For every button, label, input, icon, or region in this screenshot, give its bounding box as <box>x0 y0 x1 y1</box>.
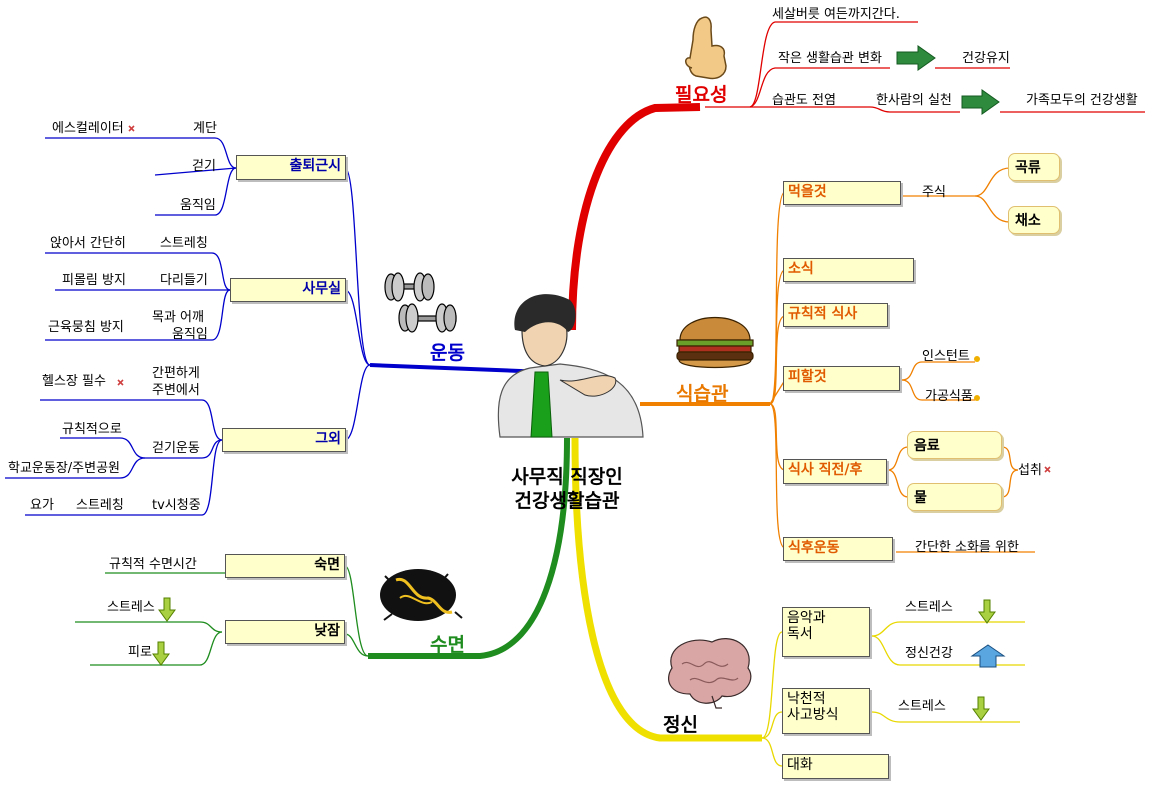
node-drink[interactable]: 음료 <box>907 431 1002 459</box>
other-regular: 규칙적으로 <box>62 422 122 437</box>
necessity-health-keep: 건강유지 <box>962 51 1010 66</box>
necessity-proverb: 세살버릇 여든까지간다. <box>772 7 900 22</box>
other-gym: 헬스장 필수 <box>42 374 106 389</box>
brain-icon <box>668 638 752 709</box>
diet-processed: 가공식품 <box>925 389 973 404</box>
commute-stairs: 계단 <box>193 121 217 136</box>
mind-stress: 스트레스 <box>905 600 953 615</box>
burger-icon <box>676 316 754 369</box>
node-commute[interactable]: 출퇴근시 <box>236 155 346 180</box>
pointing-finger-icon <box>685 16 727 80</box>
sleep-stress: 스트레스 <box>107 600 155 615</box>
other-walk: 걷기운동 <box>152 441 200 456</box>
diet-sublines <box>769 167 1035 553</box>
up-arrow-icon <box>970 644 1006 668</box>
x-mark-icon <box>128 125 135 132</box>
commute-walk: 걷기 <box>192 159 216 174</box>
node-eat[interactable]: 먹을것 <box>783 181 901 205</box>
down-arrow-icon <box>978 599 996 624</box>
commute-escalator: 에스컬레이터 <box>52 121 124 136</box>
necessity-contagion: 습관도 전염 <box>772 93 836 108</box>
other-yoga: 요가 <box>30 498 54 513</box>
branch-necessity[interactable]: 필요성 <box>675 84 728 106</box>
sleep-fatigue: 피로 <box>128 645 152 660</box>
node-grain[interactable]: 곡류 <box>1008 153 1060 181</box>
node-deep-sleep[interactable]: 숙면 <box>225 554 345 578</box>
node-regular-meal[interactable]: 규칙적 식사 <box>783 303 888 327</box>
sleep-sublines <box>75 565 369 666</box>
other-simple-2: 주변에서 <box>152 383 200 398</box>
node-conversation[interactable]: 대화 <box>782 754 889 779</box>
office-leg-desc: 피몰림 방지 <box>62 273 126 288</box>
mind-stress-2: 스트레스 <box>898 699 946 714</box>
necessity-small-change: 작은 생활습관 변화 <box>778 51 882 66</box>
green-arrow-icon <box>896 45 936 71</box>
branch-diet[interactable]: 식습관 <box>676 383 729 405</box>
exercise-sublines <box>5 137 371 516</box>
node-water[interactable]: 물 <box>907 483 1002 511</box>
branch-sleep[interactable]: 수면 <box>430 634 465 656</box>
center-title-line1: 사무직 직장인 <box>511 466 623 488</box>
node-after-exercise[interactable]: 식후운동 <box>783 537 893 561</box>
office-neck-1: 목과 어깨 <box>152 310 204 325</box>
sun-mark-icon <box>974 356 980 362</box>
mind-sublines <box>761 621 1025 767</box>
necessity-branch-line <box>568 103 701 331</box>
office-neck-desc: 근육뭉침 방지 <box>48 320 124 335</box>
node-nap[interactable]: 낮잠 <box>225 620 345 644</box>
office-worker-figure <box>497 294 644 438</box>
branch-exercise[interactable]: 운동 <box>430 342 465 364</box>
office-neck-2: 움직임 <box>172 327 208 342</box>
optimism-line1: 낙천적 <box>787 691 826 707</box>
optimism-line2: 사고방식 <box>787 707 839 723</box>
sleep-branch-line <box>368 437 570 659</box>
necessity-family: 가족모두의 건강생활 <box>1026 93 1138 108</box>
other-simple-1: 간편하게 <box>152 366 200 381</box>
x-mark-icon <box>1044 466 1051 473</box>
other-place: 학교운동장/주변공원 <box>8 461 121 476</box>
commute-move: 움직임 <box>180 198 216 213</box>
mind-branch-line <box>571 437 762 742</box>
other-stretch: 스트레칭 <box>76 498 124 513</box>
dumbbell-icon <box>384 272 457 333</box>
sun-mark-icon <box>974 395 980 401</box>
node-small-meal[interactable]: 소식 <box>783 258 914 282</box>
diet-instant: 인스턴트 <box>922 349 970 364</box>
necessity-one-person: 한사람의 실천 <box>876 93 952 108</box>
sleep-regular-time: 규칙적 수면시간 <box>109 557 197 572</box>
necessity-sublines <box>705 21 1145 113</box>
other-tv: tv시청중 <box>152 498 201 513</box>
node-optimism[interactable]: 낙천적 사고방식 <box>782 688 870 734</box>
music-reading-line2: 독서 <box>787 626 813 642</box>
node-before-after-meal[interactable]: 식사 직전/후 <box>783 459 887 484</box>
node-music-reading[interactable]: 음악과 독서 <box>782 607 870 657</box>
sleeping-figure-icon <box>380 569 463 621</box>
exercise-branch-line <box>369 363 546 374</box>
node-vegetable[interactable]: 채소 <box>1008 206 1060 234</box>
center-title-line2: 건강생활습관 <box>514 490 620 512</box>
down-arrow-icon <box>158 597 176 622</box>
branch-mind[interactable]: 정신 <box>663 714 698 736</box>
music-reading-line1: 음악과 <box>787 610 826 626</box>
diet-intake: 섭취 <box>1018 463 1042 478</box>
center-title: 사무직 직장인 건강생활습관 <box>492 465 642 513</box>
office-stretch: 스트레칭 <box>160 236 208 251</box>
down-arrow-icon <box>152 641 170 666</box>
x-mark-icon <box>117 379 124 386</box>
node-office[interactable]: 사무실 <box>230 278 346 302</box>
mind-mental-health: 정신건강 <box>905 646 953 661</box>
diet-staple: 주식 <box>922 185 946 200</box>
down-arrow-icon <box>972 696 990 721</box>
node-other[interactable]: 그외 <box>222 428 346 452</box>
office-stretch-desc: 앉아서 간단히 <box>50 236 126 251</box>
office-leg: 다리들기 <box>160 273 208 288</box>
diet-digest: 간단한 소화를 위한 <box>915 540 1019 555</box>
node-avoid[interactable]: 피할것 <box>783 366 900 391</box>
green-arrow-icon <box>961 89 1000 115</box>
